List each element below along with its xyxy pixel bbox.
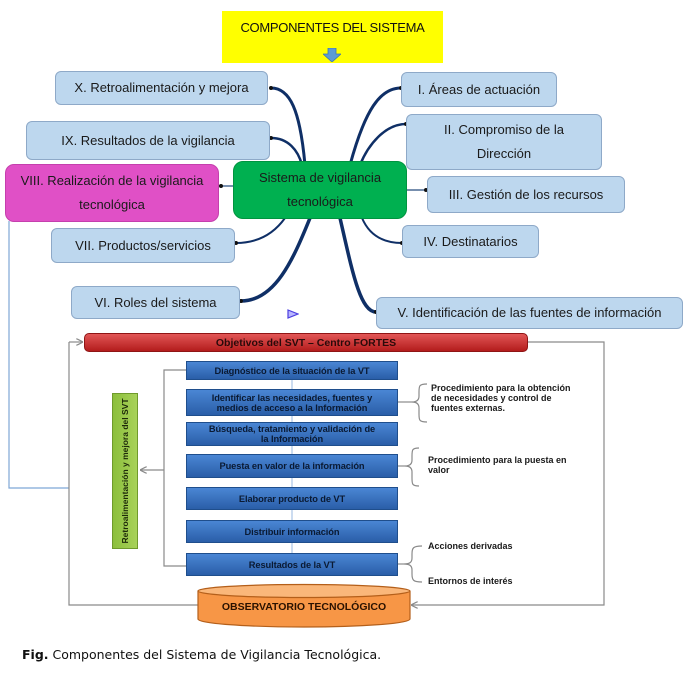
note-line: valor — [428, 465, 450, 475]
node-iii-resources[interactable]: III. Gestión de los recursos — [427, 176, 625, 213]
branch-vi — [239, 216, 312, 303]
note-line: Entornos de interés — [428, 576, 513, 586]
observatory-label: OBSERVATORIO TECNOLÓGICO — [198, 596, 410, 618]
branch-ii — [358, 122, 408, 167]
branch-iv — [361, 217, 403, 244]
node-label-line1: Sistema de vigilancia — [258, 170, 382, 185]
step-distribute: Distribuir información — [186, 520, 398, 543]
objectives-bar: Objetivos del SVT – Centro FORTES — [84, 333, 528, 352]
node-vii-products[interactable]: VII. Productos/servicios — [51, 228, 235, 263]
link-viii-to-framework — [8, 221, 69, 489]
node-label: VI. Roles del sistema — [94, 294, 217, 310]
node-viii-vigilance[interactable]: VIII. Realización de la vigilancia tecno… — [5, 164, 219, 222]
components-title: COMPONENTES DEL SISTEMA — [240, 20, 425, 35]
step-label: Distribuir información — [244, 526, 340, 537]
step-create-product: Elaborar producto de VT — [186, 487, 398, 510]
node-ii-commitment[interactable]: II. Compromiso de la Dirección — [406, 114, 602, 170]
node-label-line2: Dirección — [476, 146, 532, 161]
node-label-line1: II. Compromiso de la — [444, 122, 564, 137]
node-i-areas[interactable]: I. Áreas de actuación — [401, 72, 557, 107]
node-v-sources[interactable]: V. Identificación de las fuentes de info… — [376, 297, 683, 329]
note-needs-procedure: Procedimiento para la obtención de neces… — [431, 383, 571, 413]
step-label: Puesta en valor de la información — [219, 461, 365, 471]
node-label: V. Identificación de las fuentes de info… — [397, 305, 662, 320]
caption-prefix: Fig. — [22, 647, 49, 662]
node-label: VII. Productos/servicios — [75, 237, 211, 253]
step-label-line1: Búsqueda, tratamiento y validación de — [208, 424, 376, 434]
components-title-box: COMPONENTES DEL SISTEMA — [222, 11, 443, 63]
step-label-line1: Identificar las necesidades, fuentes y — [211, 392, 373, 403]
step-identify-needs: Identificar las necesidades, fuentes y m… — [186, 389, 398, 416]
node-iv-recipients[interactable]: IV. Destinatarios — [402, 225, 539, 258]
step-label-line2: la Información — [260, 434, 324, 444]
step-results: Resultados de la VT — [186, 553, 398, 576]
node-label: IX. Resultados de la vigilancia — [61, 132, 235, 148]
caption-text: Componentes del Sistema de Vigilancia Te… — [48, 647, 382, 662]
note-line: de necesidades y control de — [431, 393, 552, 403]
node-label: IV. Destinatarios — [423, 233, 518, 249]
down-arrow-icon — [323, 48, 341, 62]
note-line: Acciones derivadas — [428, 541, 513, 551]
branch-v — [338, 216, 378, 314]
objectives-label: Objetivos del SVT – Centro FORTES — [215, 336, 397, 349]
node-label: I. Áreas de actuación — [417, 81, 541, 97]
play-cursor-icon — [287, 309, 299, 319]
observatory-cylinder-icon — [197, 583, 411, 628]
node-label: X. Retroalimentación y mejora — [74, 80, 249, 95]
step-diagnosis: Diagnóstico de la situación de la VT — [186, 361, 398, 380]
node-label-line2: tecnológica — [287, 194, 353, 209]
step-label: Resultados de la VT — [248, 559, 336, 570]
step-value-info: Puesta en valor de la información — [186, 454, 398, 478]
step-label: Elaborar producto de VT — [238, 493, 346, 504]
node-x-feedback[interactable]: X. Retroalimentación y mejora — [55, 71, 268, 105]
figure-caption: Fig. Componentes del Sistema de Vigilanc… — [22, 647, 381, 662]
note-derived-actions: Acciones derivadas — [428, 541, 513, 551]
note-line: Procedimiento para la puesta en — [428, 455, 567, 465]
note-value-procedure: Procedimiento para la puesta en valor — [428, 455, 567, 475]
node-center-system[interactable]: Sistema de vigilancia tecnológica — [233, 161, 407, 219]
node-label-line2: tecnológica — [79, 197, 145, 212]
note-line: fuentes externas. — [431, 403, 506, 413]
feedback-label: Retroalimentación y mejora del SVT — [120, 398, 130, 544]
step-label: Diagnóstico de la situación de la VT — [214, 365, 370, 376]
branch-x — [269, 86, 307, 167]
node-vi-roles[interactable]: VI. Roles del sistema — [71, 286, 240, 319]
observatory-text: OBSERVATORIO TECNOLÓGICO — [221, 601, 387, 613]
note-line: Procedimiento para la obtención — [431, 383, 571, 393]
feedback-bar: Retroalimentación y mejora del SVT — [112, 393, 138, 549]
node-label-line1: VIII. Realización de la vigilancia — [20, 173, 204, 188]
note-environments: Entornos de interés — [428, 576, 513, 586]
node-label: III. Gestión de los recursos — [448, 186, 604, 202]
node-ix-results[interactable]: IX. Resultados de la vigilancia — [26, 121, 270, 160]
step-search-validate: Búsqueda, tratamiento y validación de la… — [186, 422, 398, 446]
branch-i — [348, 86, 403, 167]
branch-vii — [235, 217, 286, 244]
step-label-line2: medios de acceso a la Información — [216, 402, 368, 413]
